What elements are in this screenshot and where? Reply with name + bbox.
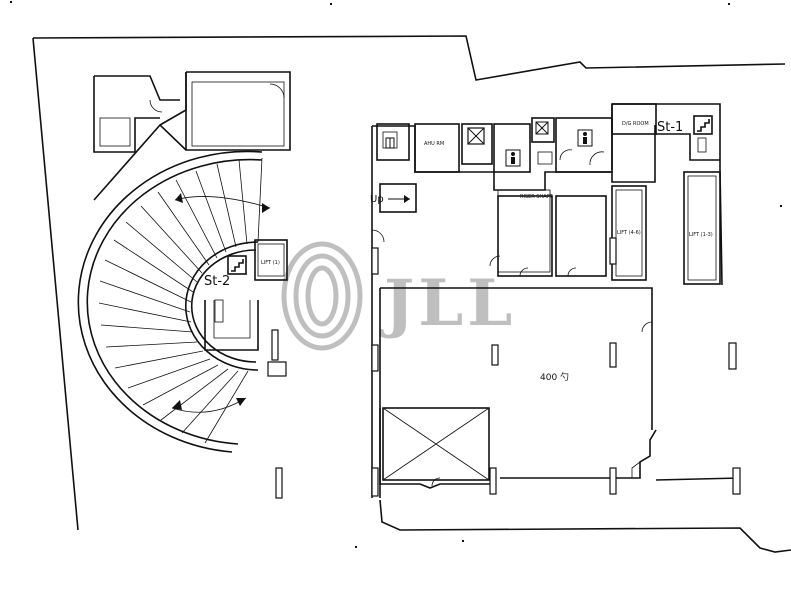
scan-specks (10, 1, 782, 548)
lift-b-label: LIFT (1-3) (689, 232, 713, 238)
stair-icon (231, 259, 244, 272)
lift-lobby: Up RISER SHAFT LIFT (4-6) LIFT (1-3) (370, 171, 721, 333)
shaft-icon (467, 127, 485, 145)
up-label: Up (370, 194, 384, 205)
corridor-note-label: RISER SHAFT (520, 194, 553, 200)
wc-icon (505, 149, 521, 167)
wc-icon (577, 129, 593, 147)
spiral-stair (77, 150, 271, 453)
left-block (93, 71, 291, 201)
jll-logo-rings-icon (281, 241, 363, 351)
st1-label: St-1 (657, 120, 683, 135)
arrow-right-icon (388, 195, 410, 203)
shaft-icon (535, 121, 549, 135)
open-office: 400 勺 (371, 237, 741, 497)
st2-label: St-2 (204, 274, 230, 289)
left-core: LIFT (1) St-2 (204, 239, 288, 499)
jll-watermark: JLL (281, 241, 516, 351)
watermark-logo-text: JLL (379, 266, 516, 341)
service-rooms: AHU RM D/G ROOM St-1 (376, 103, 720, 173)
lift-icon (385, 137, 395, 149)
dg-room-label: D/G ROOM (622, 121, 649, 127)
area-label: 400 勺 (540, 371, 569, 383)
lift-a-label: LIFT (4-6) (617, 230, 641, 236)
lift-left-label: LIFT (1) (261, 260, 280, 266)
small-room-label: AHU RM (424, 141, 444, 147)
site-boundary (32, 35, 791, 553)
stair-icon (697, 119, 710, 132)
